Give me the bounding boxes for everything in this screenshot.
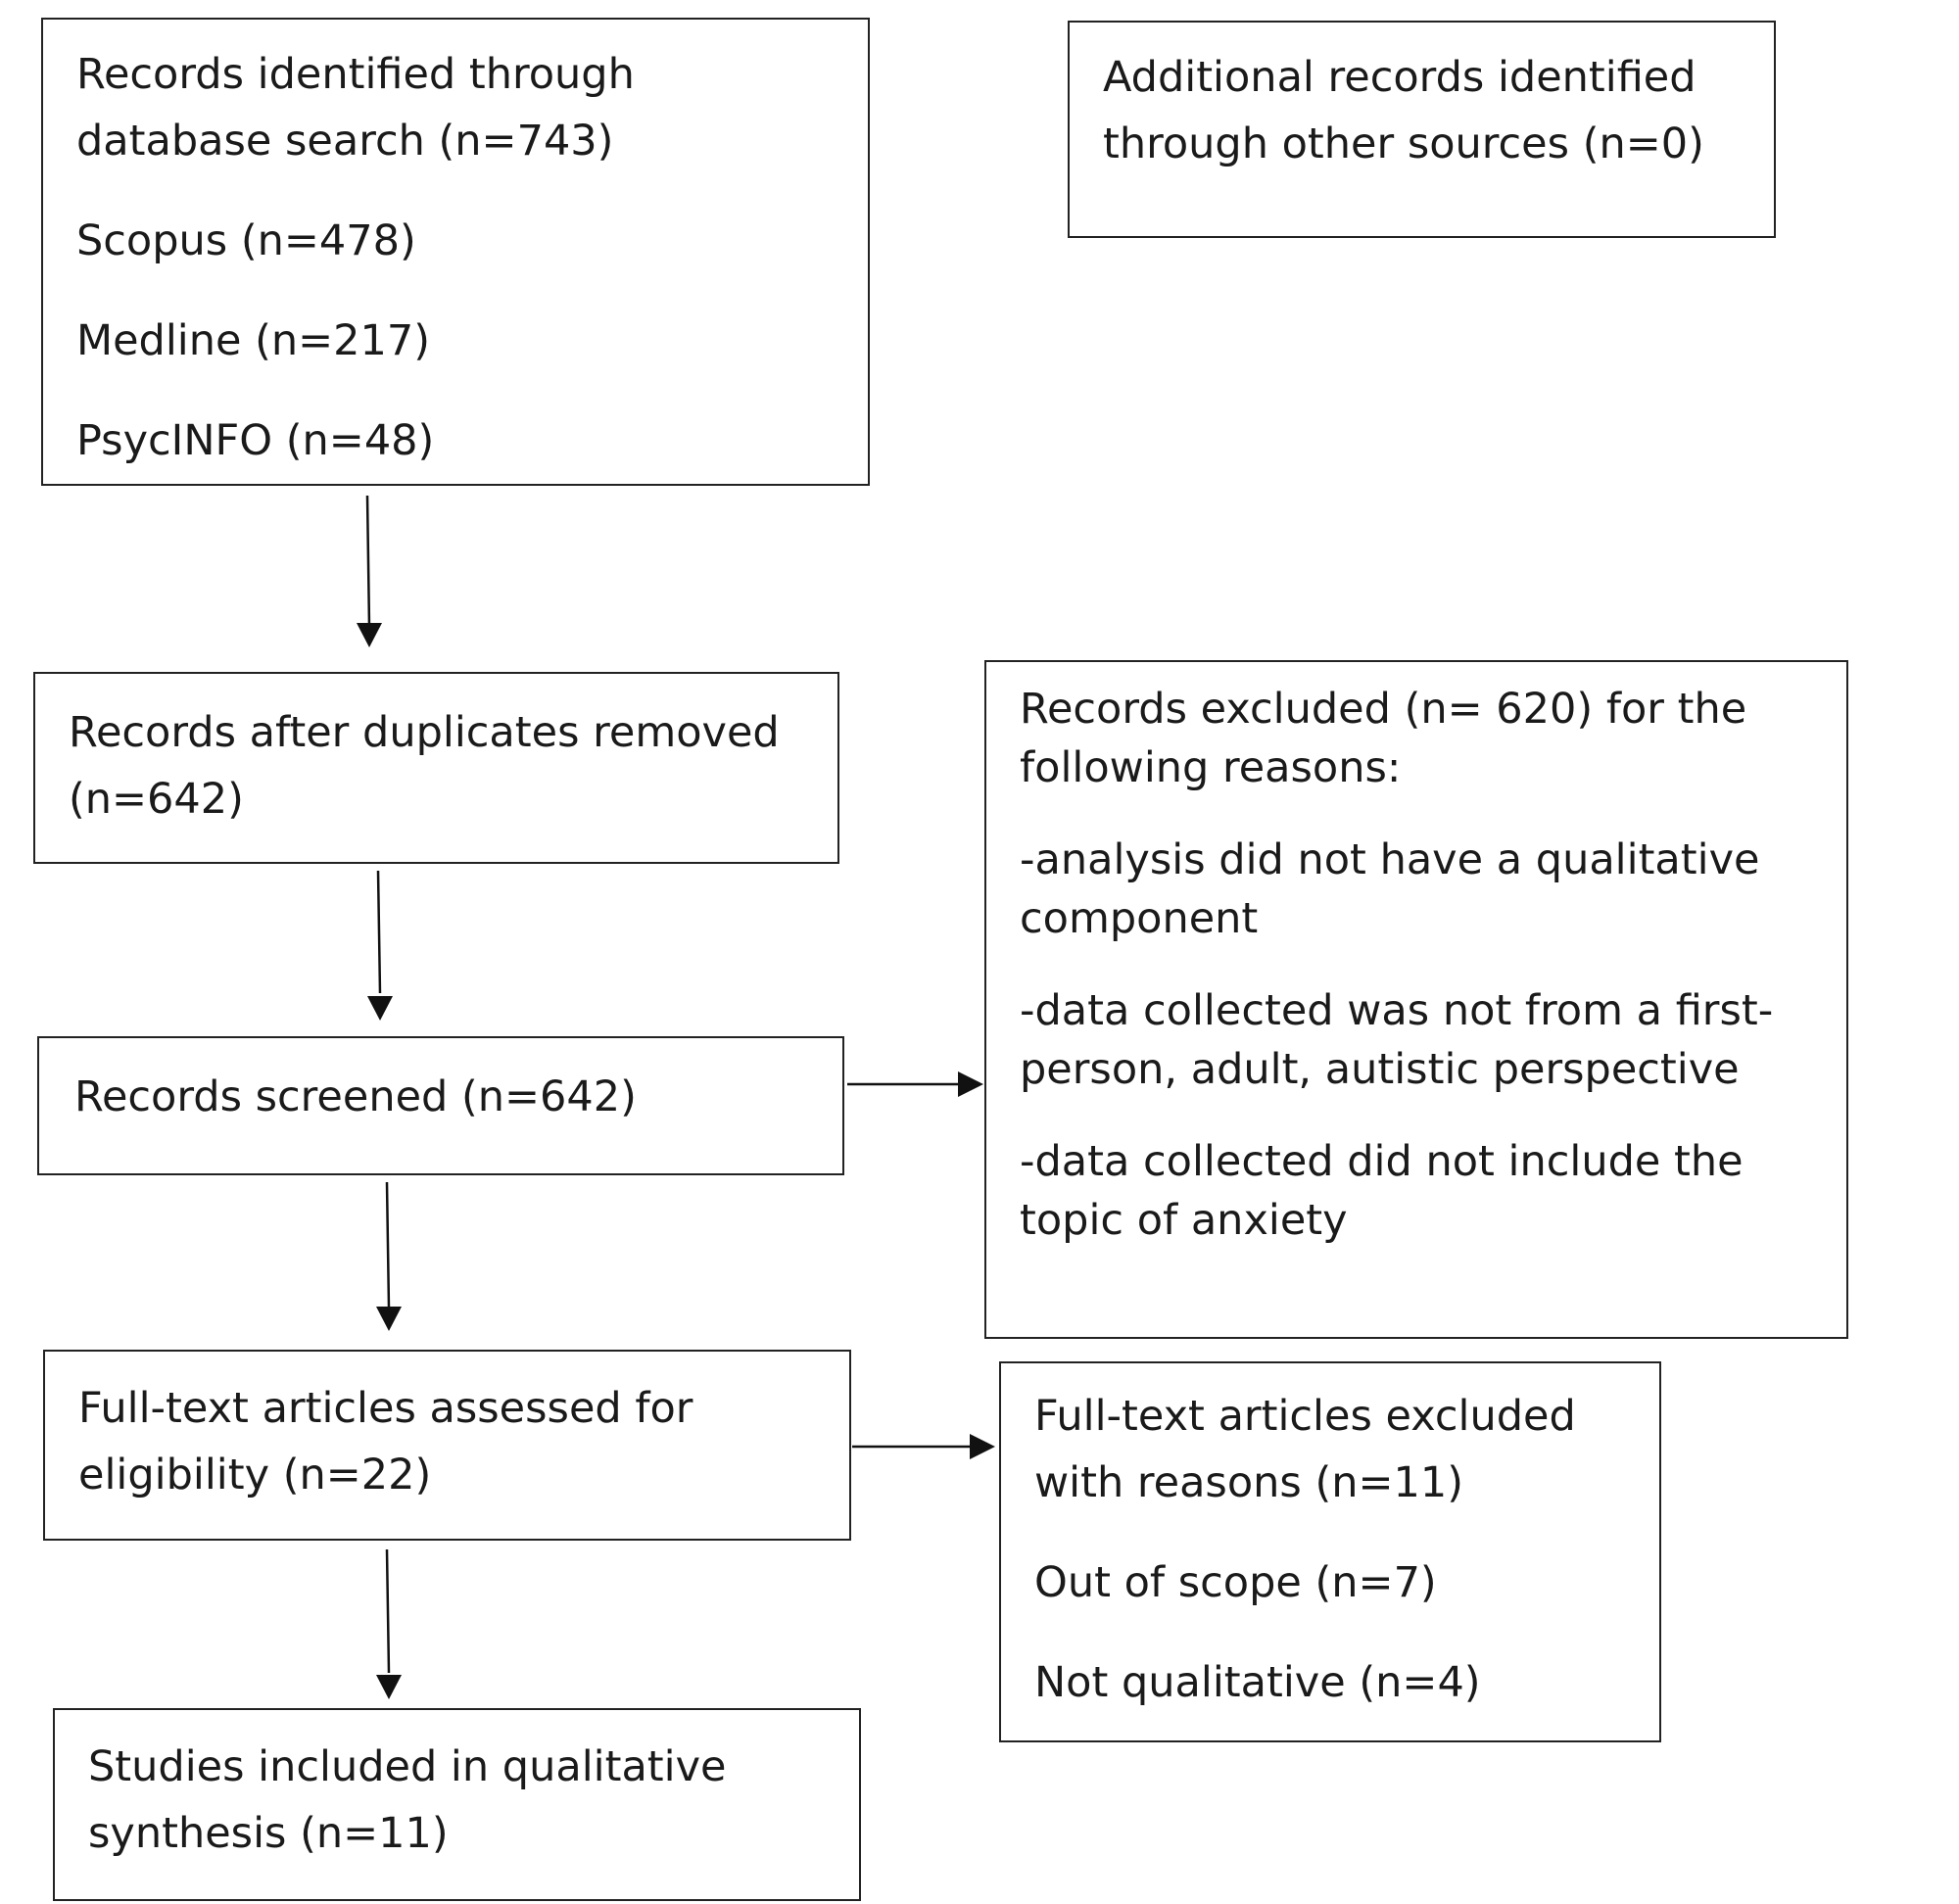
fulltext-excluded-line2: with reasons (n=11) [1034,1458,1464,1507]
box-studies-included: Studies included in qualitative synthesi… [53,1708,861,1901]
records-excluded-line1: Records excluded (n= 620) for the [1020,685,1747,734]
scopus-count: Scopus (n=478) [76,216,416,265]
arrowhead-screened [367,996,393,1021]
arrow-fulltext-to-included [385,1548,391,1674]
fulltext-excluded-line1: Full-text articles excluded [1034,1392,1576,1441]
duplicates-removed-line2: (n=642) [69,775,244,824]
fulltext-excluded-reason-1: Out of scope (n=7) [1034,1558,1437,1607]
duplicates-removed-line1: Records after duplicates removed [69,708,780,757]
records-identified-line2: database search (n=743) [76,117,614,166]
box-duplicates-removed: Records after duplicates removed (n=642) [33,672,839,864]
box-fulltext-assessed: Full-text articles assessed for eligibil… [43,1350,851,1541]
box-additional-records: Additional records identified through ot… [1068,21,1776,238]
exclusion-reason-1-line2: component [1020,894,1259,943]
additional-records-line2: through other sources (n=0) [1103,119,1704,168]
records-identified-line1: Records identified through [76,50,635,99]
arrow-identified-to-deduplicated [365,495,371,628]
exclusion-reason-3-line1: -data collected did not include the [1020,1137,1744,1186]
exclusion-reason-2-line1: -data collected was not from a first- [1020,986,1774,1035]
arrowhead-fulltext-excluded [970,1434,995,1459]
arrowhead-fulltext [376,1307,402,1331]
box-records-screened: Records screened (n=642) [37,1036,844,1175]
arrowhead-included [376,1675,402,1699]
fulltext-assessed-line2: eligibility (n=22) [78,1451,432,1499]
box-fulltext-excluded: Full-text articles excluded with reasons… [999,1361,1661,1742]
exclusion-reason-3-line2: topic of anxiety [1020,1196,1348,1245]
arrowhead-deduplicated [357,623,382,647]
records-excluded-line2: following reasons: [1020,743,1402,792]
arrowhead-excluded [958,1071,983,1097]
exclusion-reason-2-line2: person, adult, autistic perspective [1020,1045,1740,1094]
arrow-screened-to-fulltext [385,1181,391,1309]
psycinfo-count: PsycINFO (n=48) [76,416,435,465]
box-records-excluded: Records excluded (n= 620) for the follow… [984,660,1848,1339]
studies-included-line1: Studies included in qualitative [88,1742,727,1791]
records-screened-line1: Records screened (n=642) [74,1072,637,1121]
fulltext-excluded-reason-2: Not qualitative (n=4) [1034,1658,1481,1707]
fulltext-assessed-line1: Full-text articles assessed for [78,1384,693,1433]
arrow-deduplicated-to-screened [376,870,382,994]
studies-included-line2: synthesis (n=11) [88,1809,449,1858]
exclusion-reason-1-line1: -analysis did not have a qualitative [1020,835,1760,884]
medline-count: Medline (n=217) [76,316,431,365]
additional-records-line1: Additional records identified [1103,53,1696,102]
box-records-identified: Records identified through database sear… [41,18,870,486]
